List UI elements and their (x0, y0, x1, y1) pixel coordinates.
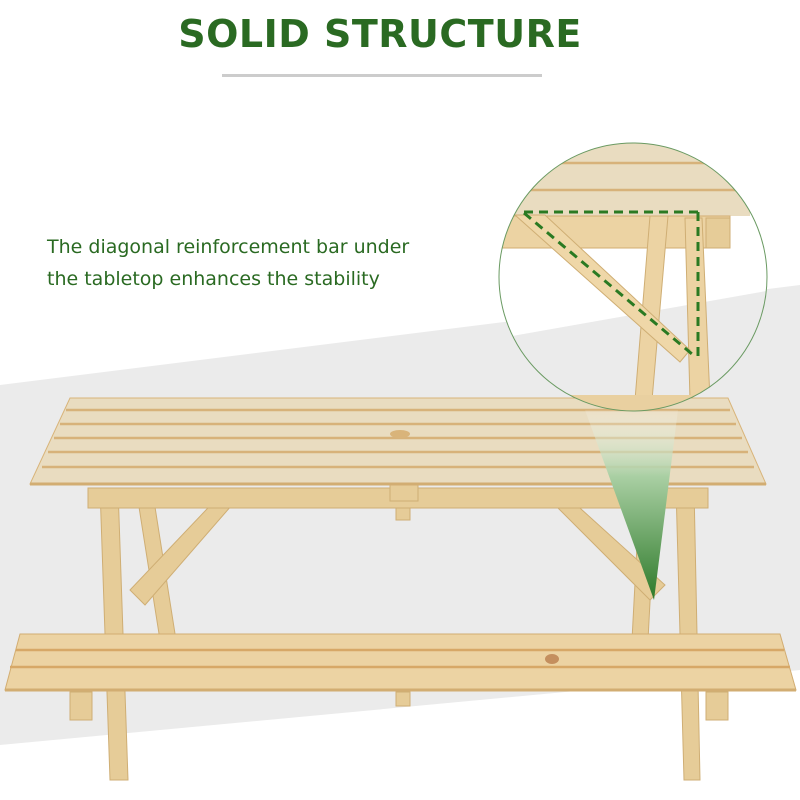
title-divider (222, 74, 542, 77)
magnifier-ring (498, 142, 768, 412)
page-title: SOLID STRUCTURE (178, 12, 582, 56)
description-line-2: the tabletop enhances the stability (47, 268, 380, 290)
bench (4, 633, 797, 721)
table-legs (87, 484, 709, 781)
description-line-1: The diagonal reinforcement bar under (47, 236, 410, 258)
callout-pointer (585, 410, 678, 600)
feature-description: The diagonal reinforcement bar under the… (47, 231, 467, 295)
